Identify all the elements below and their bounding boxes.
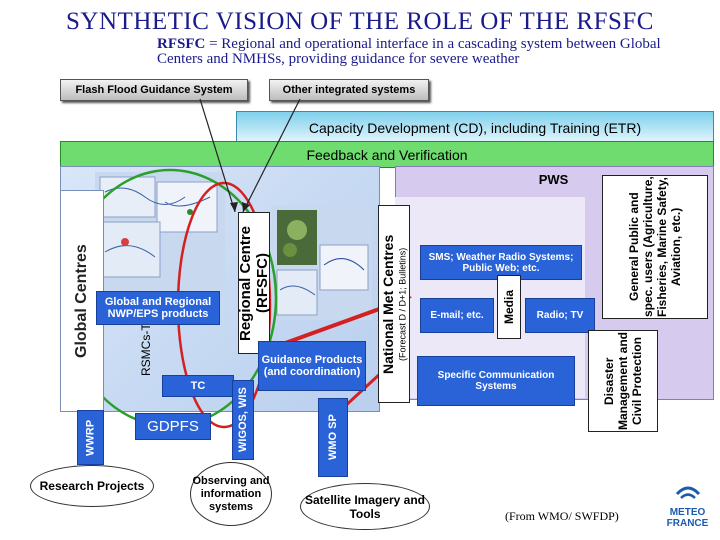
page-subtitle: RFSFC = Regional and operational interfa… (157, 37, 677, 67)
wwrp-box: WWRP (77, 410, 104, 465)
sms-radio-web-box: SMS; Weather Radio Systems; Public Web; … (420, 245, 582, 280)
observing-systems-bubble: Observing and information systems (190, 462, 272, 526)
radio-tv-box: Radio; TV (525, 298, 595, 333)
national-met-centres-box: National Met Centres (Forecast D / D+1; … (378, 205, 410, 403)
guidance-products-box: Guidance Products (and coordination) (258, 341, 366, 391)
general-public-box: General Public and spec. users (Agricult… (602, 175, 708, 319)
logo-text-top: METEO (669, 507, 706, 518)
source-credit: (From WMO/ SWFDP) (505, 509, 619, 523)
regional-centre-box: Regional Centre (RFSFC) (237, 212, 271, 354)
feedback-verification-band: Feedback and Verification (60, 141, 714, 168)
pws-label: PWS (538, 172, 569, 187)
page-title: SYNTHETIC VISION OF THE ROLE OF THE RFSF… (66, 8, 654, 35)
media-box: Media (497, 275, 521, 339)
disaster-management-box: Disaster Management and Civil Protection (588, 330, 658, 432)
subtitle-strong: RFSFC (157, 36, 206, 52)
flash-flood-arrow (199, 98, 236, 213)
other-systems-arrow (242, 98, 301, 213)
wigos-wis-box: WIGOS, WIS (232, 380, 254, 460)
research-projects-bubble: Research Projects (30, 465, 154, 507)
wmo-sp-box: WMO SP (318, 398, 348, 477)
capacity-development-band: Capacity Development (CD), including Tra… (236, 111, 714, 144)
nmc-sub-label: (Forecast D / D+1; Bulletins) (397, 247, 408, 361)
satellite-imagery-bubble: Satellite Imagery and Tools (300, 483, 430, 530)
flash-flood-box: Flash Flood Guidance System (60, 79, 248, 101)
gdpfs-box: GDPFS (135, 413, 211, 440)
other-systems-box: Other integrated systems (269, 79, 429, 101)
email-box: E-mail; etc. (420, 298, 494, 333)
nwp-products-box: Global and Regional NWP/EPS products (96, 291, 220, 325)
nwp-maps-image (95, 172, 225, 292)
meteo-france-logo: METEO FRANCE (660, 480, 715, 535)
meteo-france-logo-icon (675, 486, 700, 499)
tc-box: TC (162, 375, 234, 397)
logo-text-bottom: FRANCE (666, 518, 709, 529)
subtitle-text: = Regional and operational interface in … (157, 36, 661, 67)
rfsfc-maps-image (272, 205, 372, 320)
specific-communication-box: Specific Communication Systems (417, 356, 575, 406)
nmc-label: National Met Centres (380, 234, 396, 374)
